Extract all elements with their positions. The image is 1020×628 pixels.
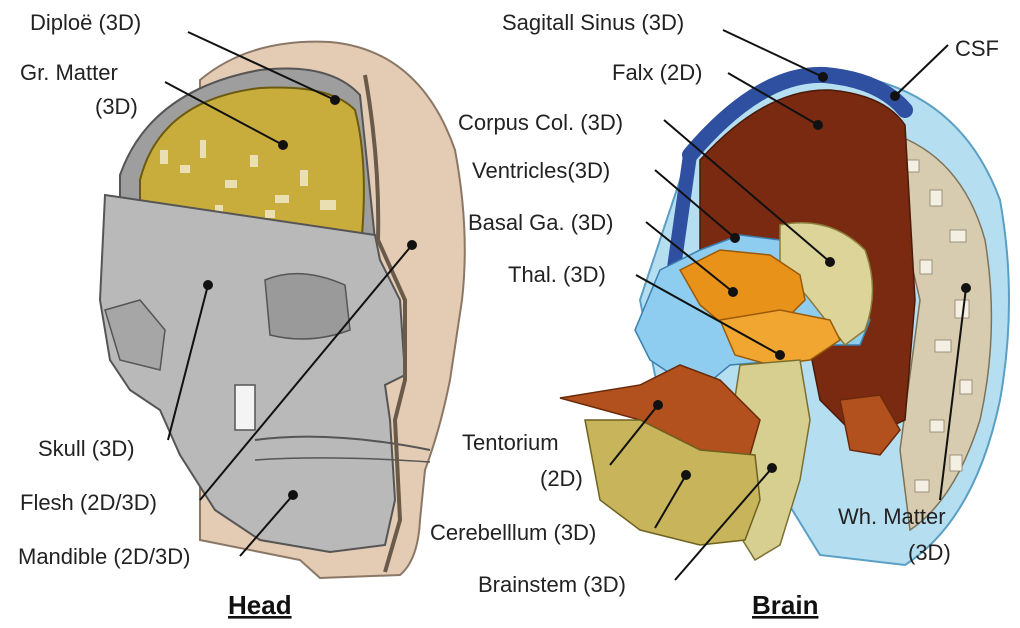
label-wh-matter-line2: (3D) bbox=[908, 540, 951, 565]
label-basal-ga: Basal Ga. (3D) bbox=[468, 210, 614, 235]
label-diploe: Diploë (3D) bbox=[30, 10, 141, 35]
label-sagittal-sinus: Sagitall Sinus (3D) bbox=[502, 10, 684, 35]
label-brainstem: Brainstem (3D) bbox=[478, 572, 626, 597]
caption-brain: Brain bbox=[752, 590, 818, 620]
eye-socket-shape bbox=[265, 274, 350, 339]
label-wh-matter-line1: Wh. Matter bbox=[838, 504, 946, 529]
label-tentorium-line2: (2D) bbox=[540, 466, 583, 491]
label-csf: CSF bbox=[955, 36, 999, 61]
label-corpus-col: Corpus Col. (3D) bbox=[458, 110, 623, 135]
label-tentorium-line1: Tentorium bbox=[462, 430, 559, 455]
label-falx: Falx (2D) bbox=[612, 60, 702, 85]
label-cerebellum: Cerebelllum (3D) bbox=[430, 520, 596, 545]
label-skull: Skull (3D) bbox=[38, 436, 135, 461]
label-ventricles: Ventricles(3D) bbox=[472, 158, 610, 183]
label-gr-matter-line2: (3D) bbox=[95, 94, 138, 119]
label-thal: Thal. (3D) bbox=[508, 262, 606, 287]
label-mandible: Mandible (2D/3D) bbox=[18, 544, 190, 569]
label-flesh: Flesh (2D/3D) bbox=[20, 490, 157, 515]
caption-head: Head bbox=[228, 590, 292, 620]
ear-hole-shape bbox=[235, 385, 255, 430]
label-gr-matter-line1: Gr. Matter bbox=[20, 60, 118, 85]
